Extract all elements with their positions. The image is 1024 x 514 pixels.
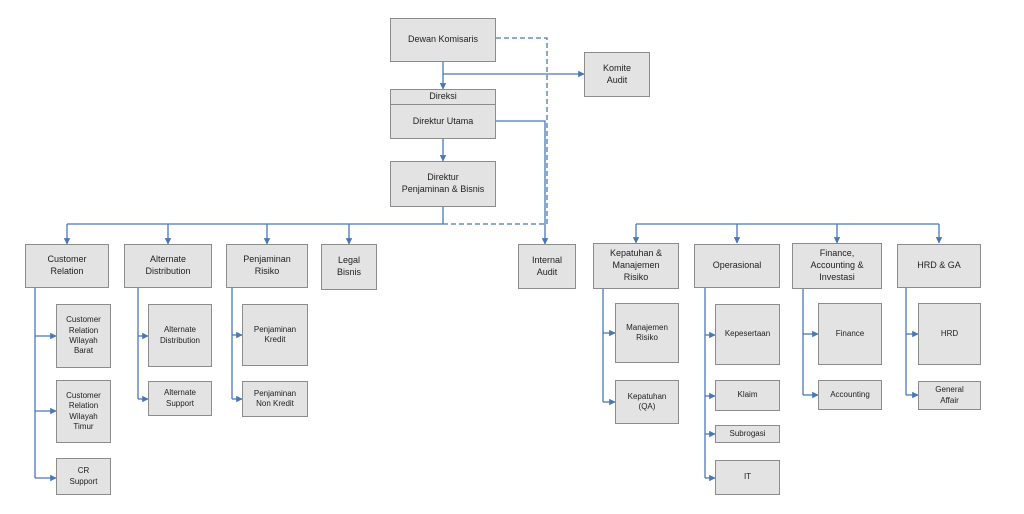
node-klaim: Klaim [715,380,780,411]
node-alternate-distribution: Alternate Distribution [124,244,212,288]
node-alternate-distribution-sub: Alternate Distribution [148,304,212,367]
node-penjaminan-non-kredit: Penjaminan Non Kredit [242,381,308,417]
node-dewan-komisaris: Dewan Komisaris [390,18,496,62]
node-hrd-ga: HRD & GA [897,244,981,288]
node-penjaminan-risiko: Penjaminan Risiko [226,244,308,288]
node-it: IT [715,460,780,495]
node-kepatuhan-qa: Kepatuhan (QA) [615,380,679,424]
node-internal-audit: Internal Audit [518,244,576,289]
node-hrd: HRD [918,303,981,365]
node-finance: Finance [818,303,882,365]
node-cr-wilayah-barat: Customer Relation Wilayah Barat [56,304,111,368]
node-accounting: Accounting [818,380,882,410]
node-customer-relation: Customer Relation [25,244,109,288]
connector-komisaris-internal-audit [443,37,548,225]
node-penjaminan-kredit: Penjaminan Kredit [242,304,308,366]
node-kepesertaan: Kepesertaan [715,304,780,365]
node-direksi-label: Direksi [391,90,495,105]
node-cr-support: CR Support [56,458,111,495]
node-legal-bisnis: Legal Bisnis [321,244,377,290]
node-finance-accounting-investasi: Finance, Accounting & Investasi [792,243,882,289]
node-direktur-utama: Direktur Utama [412,115,474,126]
node-alternate-support: Alternate Support [148,381,212,416]
node-direksi: Direksi Direktur Utama [390,89,496,139]
node-cr-wilayah-timur: Customer Relation Wilayah Timur [56,380,111,443]
node-subrogasi: Subrogasi [715,425,780,443]
node-operasional: Operasional [694,244,780,288]
node-general-affair: General Affair [918,381,981,410]
node-direktur-penjaminan-bisnis: Direktur Penjaminan & Bisnis [390,161,496,207]
node-kepatuhan-manajemen-risiko: Kepatuhan & Manajemen Risiko [593,243,679,289]
node-komite-audit: Komite Audit [584,52,650,97]
node-manajemen-risiko: Manajemen Risiko [615,303,679,363]
connector-dirut-internal-audit [496,120,549,245]
